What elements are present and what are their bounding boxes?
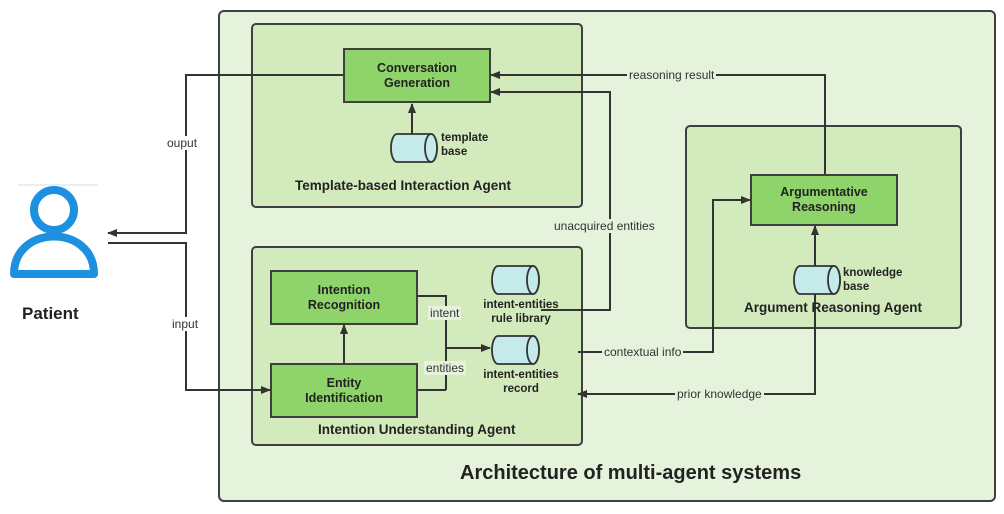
intention-recognition-node: Intention Recognition — [270, 270, 418, 325]
contextual-info-label: contextual info — [602, 345, 684, 359]
edge-prior-knowledge — [577, 294, 816, 398]
rule-library-label: intent-entities rule library — [483, 299, 559, 325]
entity-identification-node: Entity Identification — [270, 363, 418, 418]
record-label: intent-entities record — [483, 369, 559, 395]
edge-reasoning-result — [490, 71, 826, 174]
knowledge-base-label: knowledge base — [843, 267, 903, 293]
edge-unacquired-entities — [490, 88, 611, 311]
intention-agent-title: Intention Understanding Agent — [318, 422, 516, 437]
intent-label: intent — [428, 306, 462, 320]
entities-label: entities — [424, 361, 467, 375]
template-agent-title: Template-based Interaction Agent — [295, 178, 512, 193]
argument-reasoning-agent — [685, 125, 962, 329]
template-base-label: template base — [441, 132, 489, 158]
reasoning-result-label: reasoning result — [627, 68, 717, 82]
rule-library-cylinder — [491, 265, 540, 295]
prior-knowledge-label: prior knowledge — [675, 387, 764, 401]
diagram-title: Architecture of multi-agent systems — [460, 462, 802, 484]
input-label: input — [170, 317, 201, 331]
edge-output — [107, 74, 343, 237]
patient-label: Patient — [22, 304, 79, 323]
argumentative-reasoning-node: Argumentative Reasoning — [750, 174, 898, 226]
record-cylinder — [491, 335, 540, 365]
template-base-cylinder — [390, 133, 438, 163]
unacquired-entities-label: unacquired entities — [552, 219, 657, 233]
knowledge-base-cylinder — [793, 265, 841, 295]
conversation-generation-node: Conversation Generation — [343, 48, 491, 103]
output-label: ouput — [165, 136, 200, 150]
edge-input — [108, 242, 271, 394]
edge-intent — [418, 295, 491, 352]
argument-agent-title: Argument Reasoning Agent — [744, 300, 923, 315]
